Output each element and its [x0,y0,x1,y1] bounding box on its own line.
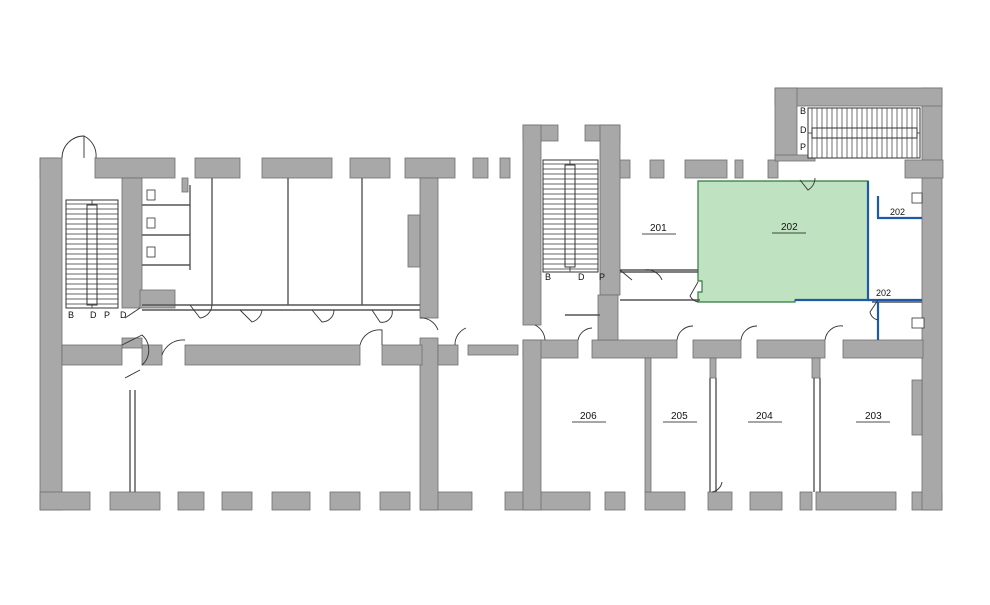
stair-west: B D P D [65,199,127,320]
room-203-number: 203 [865,411,882,422]
room-202-small[interactable]: 202 [890,207,905,217]
svg-text:P: P [104,310,110,320]
svg-text:B: B [68,310,74,320]
room-202-highlight[interactable] [697,180,869,303]
blue-partitions [795,181,922,340]
room-labels: 201 202 202 202 203 204 205 206 [572,207,905,423]
room-202-main[interactable]: 202 [772,222,806,234]
svg-text:D: D [578,272,585,282]
room-206-number: 206 [580,411,597,422]
room-205-number: 205 [671,411,688,422]
room-204[interactable]: 204 [748,411,782,423]
room-205[interactable]: 205 [663,411,697,423]
room-202-lobby-number: 202 [876,288,891,298]
svg-text:D: D [800,125,807,135]
room-202-small-number: 202 [890,207,905,217]
room-202-number: 202 [781,222,798,233]
svg-text:P: P [599,272,605,282]
svg-text:D: D [90,310,97,320]
svg-text:P: P [800,142,806,152]
stair-northeast: B D P [800,106,921,159]
room-201[interactable]: 201 [642,223,676,235]
interior-walls [61,177,924,511]
room-202-lobby[interactable]: 202 [876,288,891,298]
room-203[interactable]: 203 [856,411,890,423]
svg-text:B: B [800,106,806,116]
doors [61,135,879,493]
partitions [129,178,922,492]
toilet-fixtures [146,189,925,329]
room-204-number: 204 [756,411,773,422]
svg-text:D: D [120,310,127,320]
room-201-number: 201 [650,223,667,234]
exterior-walls [39,87,944,511]
room-206[interactable]: 206 [572,411,606,423]
svg-text:B: B [545,272,551,282]
stair-central: B D P [542,159,605,282]
